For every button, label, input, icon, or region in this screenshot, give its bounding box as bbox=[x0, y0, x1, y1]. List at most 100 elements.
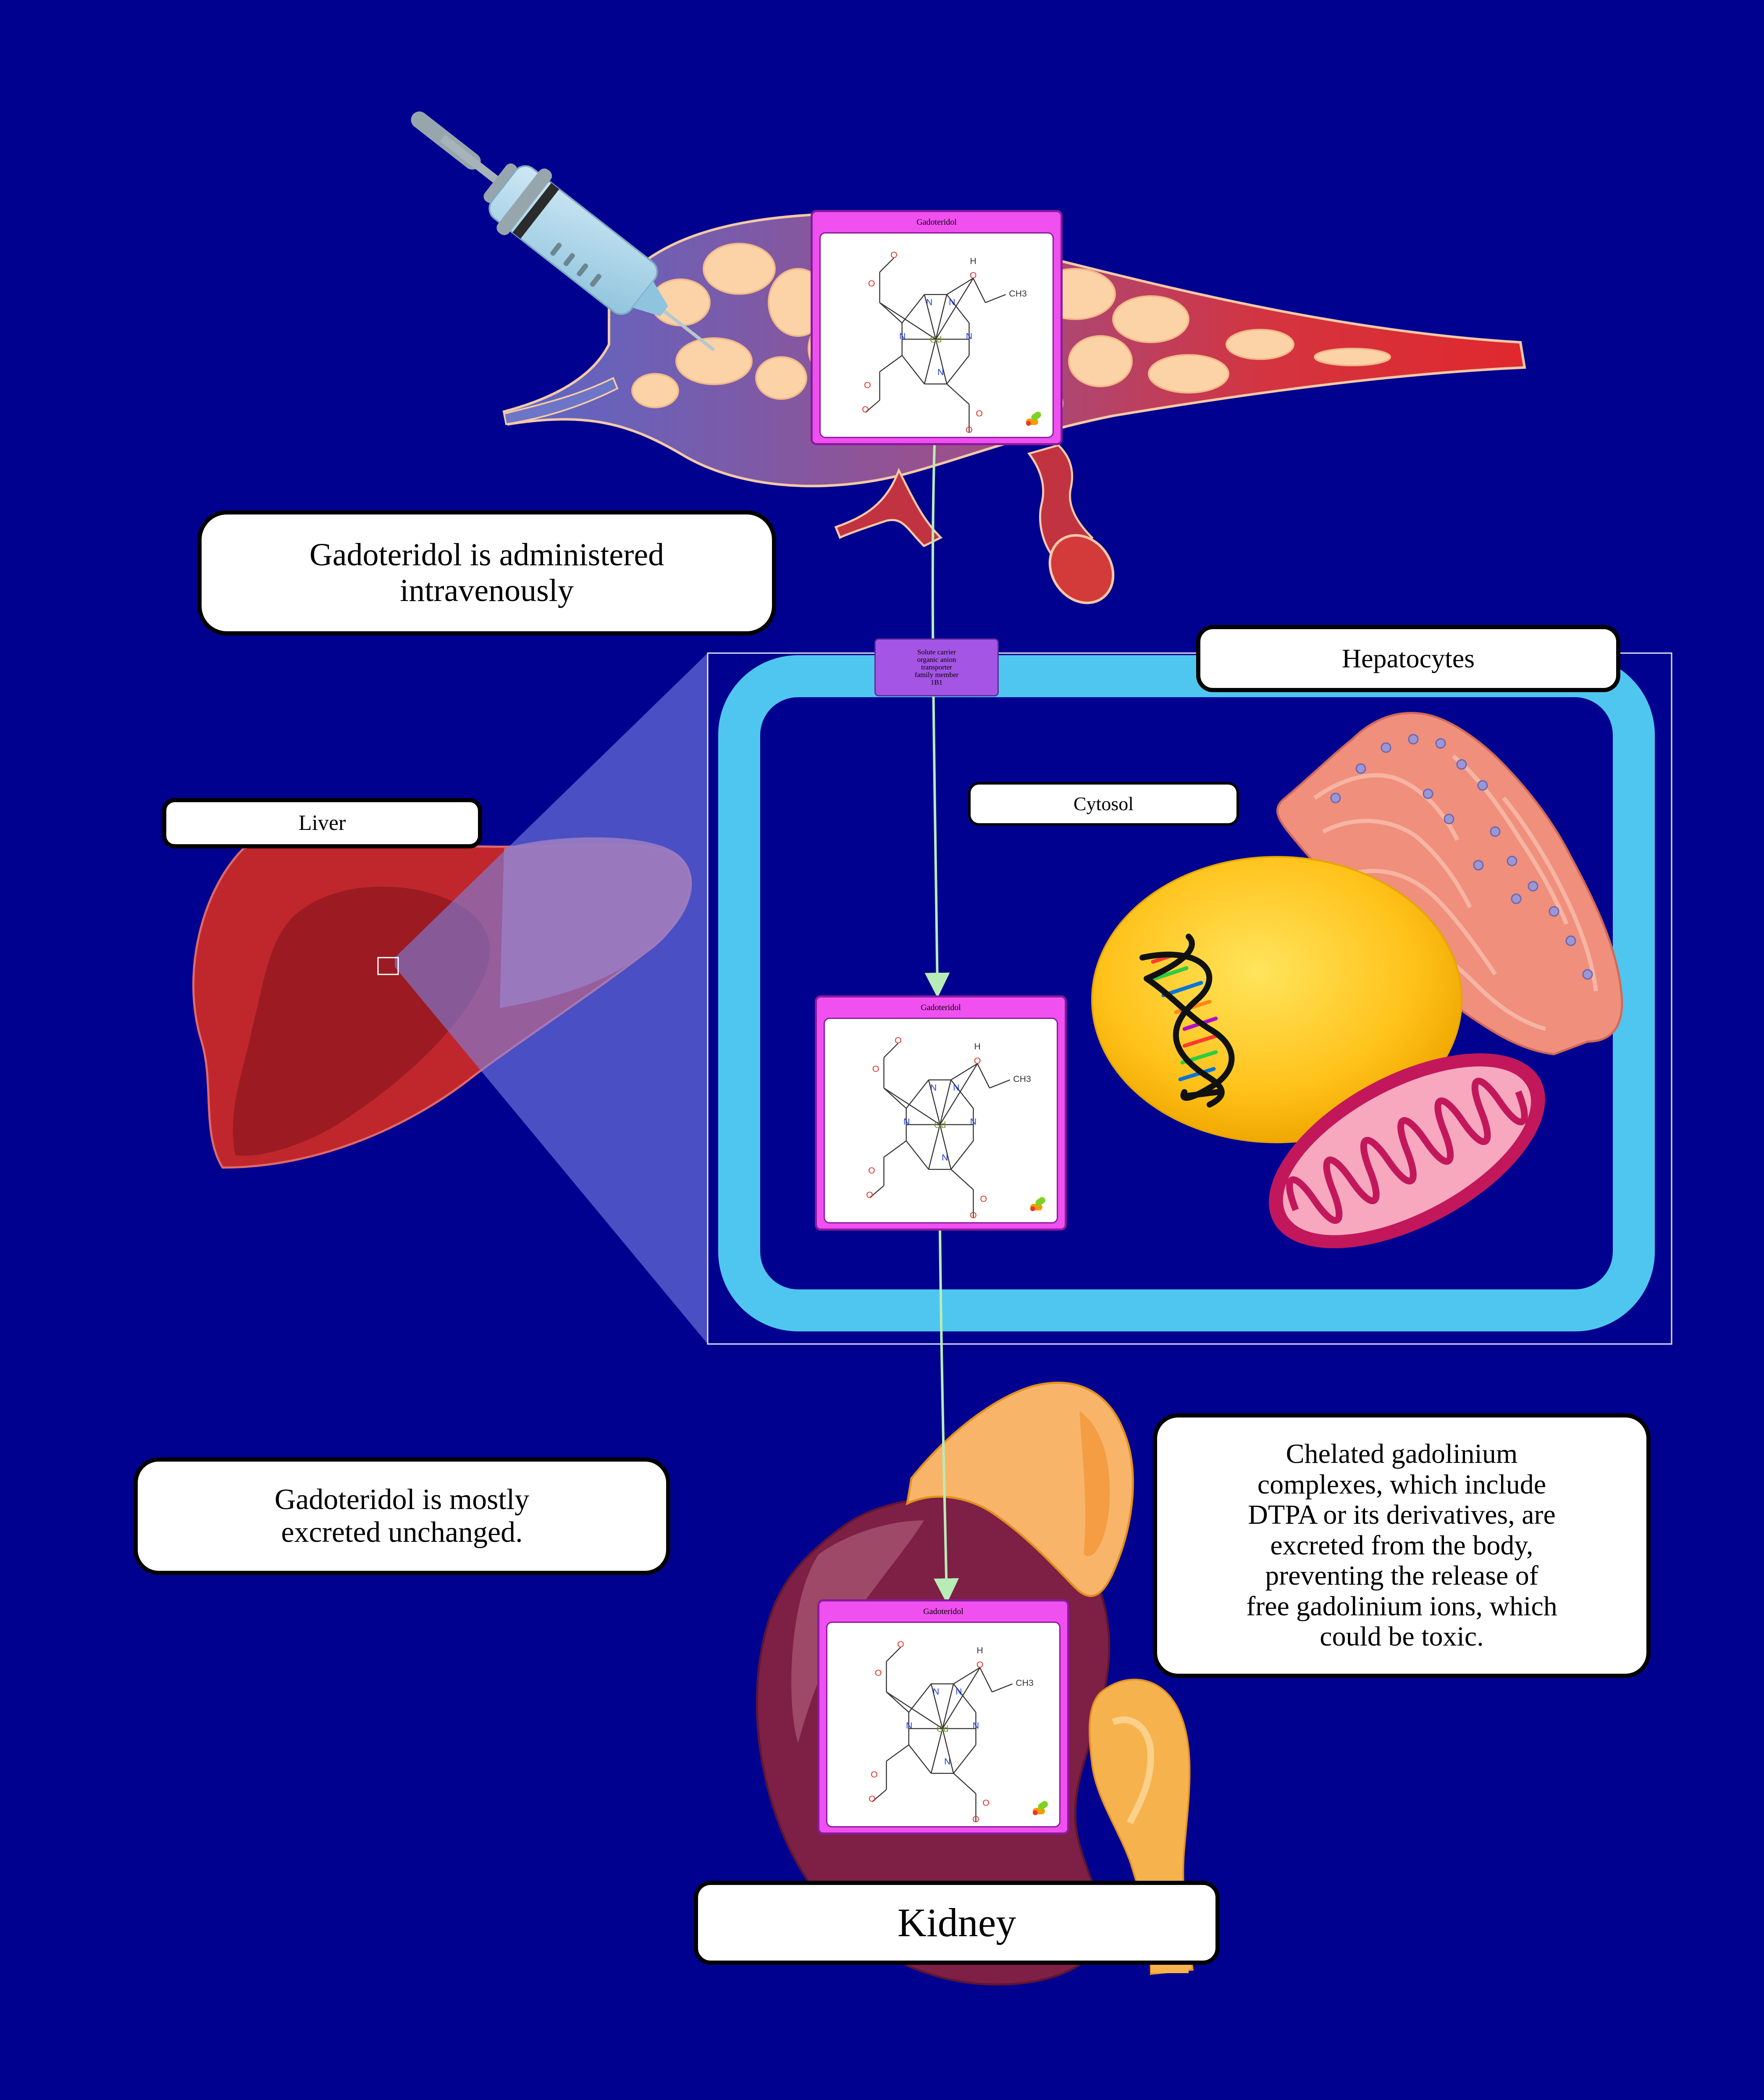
zoom-source-marker bbox=[377, 957, 399, 975]
nitrogen-atom: N bbox=[942, 1152, 948, 1163]
hydrogen-atom: H bbox=[970, 256, 976, 266]
bond bbox=[924, 339, 937, 384]
oxygen-atom: O bbox=[970, 270, 977, 280]
methyl-group: CH3 bbox=[1016, 1678, 1034, 1688]
bond bbox=[883, 1043, 899, 1058]
arrow-hepatocyte-to-kidney bbox=[934, 1230, 959, 1604]
bond bbox=[886, 1744, 909, 1762]
transporter-line4: family member bbox=[914, 670, 959, 679]
oxygen-atom: O bbox=[980, 1194, 987, 1204]
bond bbox=[985, 294, 1006, 303]
chelation-line5: preventing the release of bbox=[1265, 1560, 1538, 1591]
bond bbox=[950, 1169, 974, 1190]
oxygen-atom: O bbox=[976, 1659, 984, 1670]
bond bbox=[883, 1087, 940, 1125]
zoom-projection bbox=[395, 653, 708, 1344]
cytosol-label: Cytosol bbox=[968, 782, 1239, 826]
oxygen-atom: O bbox=[970, 1210, 977, 1220]
bond bbox=[930, 1728, 943, 1774]
bond bbox=[901, 355, 925, 384]
bond bbox=[879, 302, 936, 340]
bond bbox=[942, 1683, 954, 1729]
bond bbox=[979, 1667, 993, 1693]
excretion-note-line1: Gadoteridol is mostly bbox=[274, 1483, 530, 1516]
kidney-label: Kidney bbox=[694, 1881, 1220, 1965]
oxygen-atom: O bbox=[895, 1035, 902, 1045]
nitrogen-atom: N bbox=[933, 1686, 939, 1696]
transporter-line1: Solute carrier bbox=[917, 648, 956, 656]
oxygen-atom: O bbox=[966, 425, 973, 435]
bond bbox=[953, 1744, 976, 1774]
bond bbox=[942, 1667, 981, 1729]
bond bbox=[946, 294, 970, 323]
bond bbox=[973, 278, 986, 303]
oxygen-atom: O bbox=[868, 1166, 875, 1176]
bond bbox=[883, 1087, 907, 1109]
bond bbox=[930, 1683, 943, 1729]
gadolinium-atom: Gd bbox=[930, 334, 942, 344]
chelation-line4: excreted from the body, bbox=[1270, 1530, 1533, 1561]
molecule-card-title: Gadoteridol bbox=[921, 1003, 961, 1012]
bond bbox=[879, 355, 903, 373]
iv-note-line2: intravenously bbox=[400, 573, 574, 608]
oxygen-atom: O bbox=[890, 250, 898, 260]
bond bbox=[879, 257, 895, 273]
oxygen-atom: O bbox=[897, 1639, 904, 1649]
nitrogen-atom: N bbox=[944, 1756, 950, 1767]
molecule-card-title: Gadoteridol bbox=[923, 1606, 963, 1616]
bond bbox=[886, 1691, 943, 1729]
oxygen-atom: O bbox=[871, 1769, 878, 1780]
bond bbox=[950, 1140, 974, 1170]
bond bbox=[989, 1079, 1011, 1089]
syringe-icon bbox=[411, 111, 715, 352]
bond bbox=[942, 1728, 954, 1774]
oxygen-atom: O bbox=[982, 1798, 990, 1808]
liver-label: Liver bbox=[162, 798, 482, 848]
bond bbox=[872, 1789, 887, 1802]
bond bbox=[953, 1773, 976, 1794]
chelation-line3: DTPA or its derivatives, are bbox=[1248, 1499, 1556, 1530]
nitrogen-atom: N bbox=[949, 297, 955, 307]
transporter-line5: 1B1 bbox=[930, 678, 943, 686]
transporter-line3: transporter bbox=[921, 663, 952, 672]
excretion-note-line2: excreted unchanged. bbox=[281, 1516, 523, 1549]
gadolinium-atom: Gd bbox=[934, 1120, 946, 1130]
bond bbox=[935, 294, 948, 339]
molecule-badge-icon bbox=[1032, 1801, 1048, 1815]
oxygen-atom: O bbox=[974, 1055, 981, 1066]
nitrogen-atom: N bbox=[970, 1117, 976, 1127]
molecule-badge-icon bbox=[1030, 1197, 1045, 1211]
bond bbox=[886, 1691, 909, 1713]
oxygen-atom: O bbox=[868, 278, 875, 289]
nucleus bbox=[1091, 856, 1462, 1143]
dna-helix-icon bbox=[1139, 934, 1235, 1108]
iv-note-line1: Gadoteridol is administered bbox=[309, 537, 664, 572]
nitrogen-atom: N bbox=[930, 1082, 937, 1092]
chelation-line2: complexes, which include bbox=[1257, 1469, 1546, 1500]
nitrogen-atom: N bbox=[937, 367, 944, 377]
hydrogen-atom: H bbox=[974, 1042, 980, 1052]
mitochondrion bbox=[1269, 1053, 1545, 1248]
nitrogen-atom: N bbox=[899, 331, 906, 341]
bond bbox=[908, 1744, 932, 1774]
bond bbox=[946, 355, 970, 384]
bond bbox=[950, 1079, 974, 1109]
hydrogen-atom: H bbox=[976, 1646, 983, 1656]
molecule-card-title: Gadoteridol bbox=[916, 217, 957, 227]
bond bbox=[946, 278, 974, 295]
bond bbox=[953, 1683, 976, 1713]
transporter-line2: organic anion bbox=[917, 656, 956, 664]
bond bbox=[906, 1140, 929, 1170]
bond bbox=[886, 1647, 901, 1662]
molecule-badge-icon bbox=[1026, 412, 1041, 426]
bond bbox=[865, 399, 880, 413]
bond bbox=[883, 1140, 907, 1158]
bond bbox=[992, 1683, 1013, 1693]
